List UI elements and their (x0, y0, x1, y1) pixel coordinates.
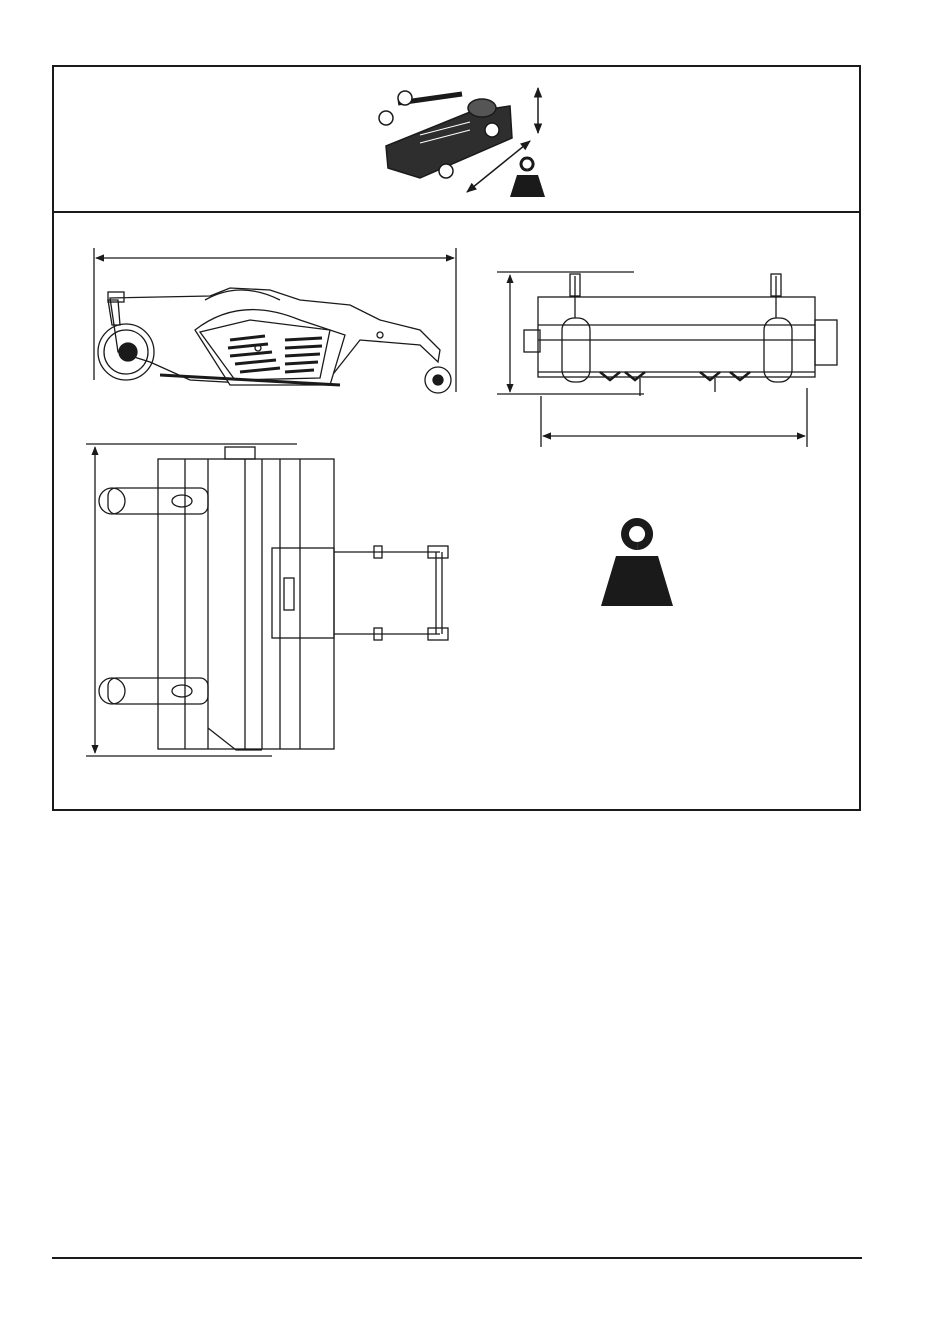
weight-icon (601, 522, 673, 606)
top-view (86, 444, 448, 756)
front-view (497, 272, 837, 447)
side-view (94, 248, 456, 393)
flail-mower-product-icon (379, 91, 512, 178)
weight-icon (510, 158, 545, 197)
